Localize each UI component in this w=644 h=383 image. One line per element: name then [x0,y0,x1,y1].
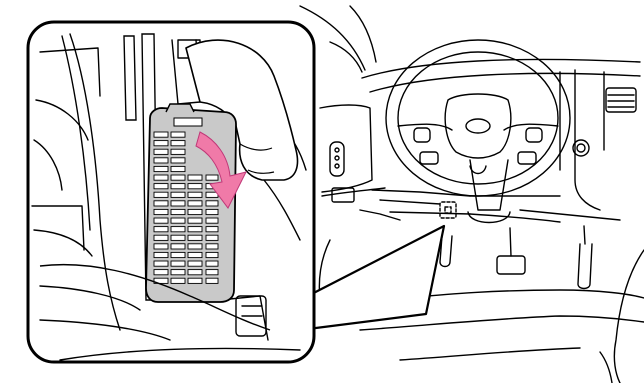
fuse-slot [170,208,186,216]
fuse-slot [170,165,186,173]
fuse-box-cover [145,103,237,303]
fuse-slot [170,251,186,259]
left-pedal [439,235,453,268]
fuse-slot [205,234,219,241]
kick-panel [69,33,121,331]
fuse-slot [187,200,203,207]
oval-emblem-icon [465,118,491,134]
fuse-slot [205,174,219,181]
dashboard-top-edge [361,58,641,79]
fuse-slot [205,260,219,267]
fuse-slot [187,191,203,198]
fuse-slot [170,277,186,284]
fuse-slot [153,217,169,224]
fuse-slot [187,243,203,250]
fuse-slot [170,148,186,155]
fuse-slot [153,131,169,138]
fuse-slot [205,269,219,276]
fuse-slot [153,243,169,250]
fuse-slot [170,140,186,147]
dash-switch-panel [329,141,345,177]
fuse-slot [153,260,169,267]
fuse-slot [187,226,203,233]
fuse-slot [153,140,169,147]
fuse-slot [205,226,219,233]
fuse-slot [170,243,186,250]
fuse-slot [153,208,169,216]
fuse-slot [170,260,186,267]
fuse-slot [170,234,186,241]
dash-knob [572,139,590,157]
fuse-slot [187,183,203,190]
fuse-slot [170,217,186,224]
fuse-slot [187,277,203,284]
fuse-slots [153,131,219,284]
fuse-slot [205,217,219,224]
fuse-slot [187,269,203,276]
callout-pointer [298,224,446,332]
fuse-slot [170,191,186,198]
fuse-slot [187,217,203,224]
fuse-slot [187,234,203,241]
fuse-slot [153,251,169,259]
fuse-slot [187,251,203,259]
dashed-location-marker-icon [439,201,457,219]
fuse-slot [153,277,169,284]
fuse-slot [153,200,169,207]
accelerator-pedal [577,243,593,290]
fuse-slot [205,208,219,216]
fuse-slot [153,234,169,241]
fuse-slot [153,165,169,173]
steering-wheel [385,39,571,197]
fuse-slot [170,226,186,233]
fuse-slot [187,260,203,267]
brake-pedal [496,255,526,275]
fuse-slot [170,183,186,190]
mirror-switch [331,187,355,203]
dashboard-scene [299,5,644,383]
fuse-slot [205,277,219,284]
steering-left-button [413,127,431,143]
fuse-slot [205,251,219,259]
fuse-slot [205,243,219,250]
fuse-slot [153,183,169,190]
steering-column [469,159,509,211]
fuse-slot [153,269,169,276]
steering-right-button [525,127,543,143]
fuse-slot [187,208,203,216]
pink-curved-arrow-icon [195,131,247,209]
fuse-slot [187,174,203,181]
fuse-slot [170,157,186,164]
inset-frame [26,20,316,364]
fuse-slot [153,191,169,198]
fuse-slot [153,148,169,155]
fuse-slot [170,174,186,181]
fuse-slot [153,174,169,181]
fuse-slot [170,200,186,207]
fuse-slot [153,226,169,233]
fuse-slot [170,131,186,138]
steering-hub [444,93,512,159]
fuse-slot [153,157,169,164]
fuse-slot [205,200,219,207]
center-vent [605,87,637,113]
fuse-slot [170,269,186,276]
inset-detail [28,22,314,362]
door-frame-line [349,5,377,63]
a-pillar [299,5,366,71]
